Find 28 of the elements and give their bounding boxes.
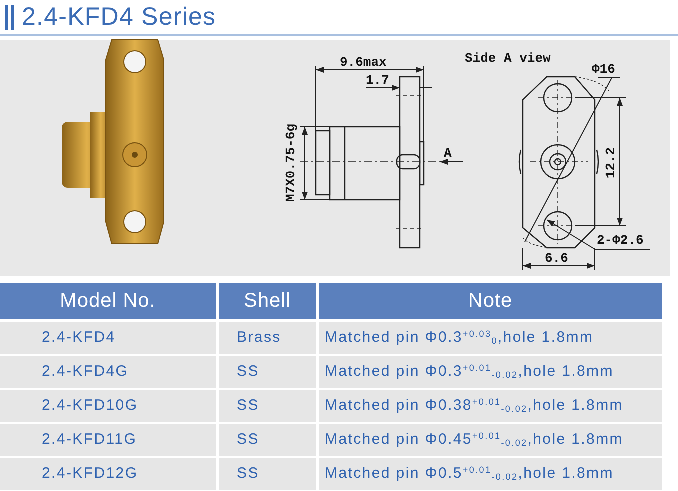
view-title: Side A view — [465, 51, 551, 66]
table-cell: SS — [219, 458, 316, 490]
table-cell: 2.4-KFD12G — [0, 458, 216, 490]
dimension-label: 1.7 — [366, 73, 390, 88]
table-cell: Brass — [219, 322, 316, 354]
view-marker: A — [444, 146, 452, 161]
table-cell: Matched pin Φ0.38$^{+0.01}$$_{-0.02}$,hole 1.8mm — [319, 390, 662, 422]
column-header: Model No. — [0, 283, 216, 319]
table-cell: 2.4-KFD4G — [0, 356, 216, 388]
dimension-label: Φ16 — [592, 62, 616, 77]
table-cell: SS — [219, 390, 316, 422]
dimension-label: 9.6max — [340, 55, 387, 70]
column-header: Note — [319, 283, 662, 319]
table-cell: 2.4-KFD4 — [0, 322, 216, 354]
table-cell: SS — [219, 356, 316, 388]
thread-label: M7X0.75-6g — [284, 124, 298, 202]
table-cell: Matched pin Φ0.3$^{+0.01}$$_{-0.02}$,hole 1.8mm — [319, 356, 662, 388]
dimension-label: 12.2 — [604, 147, 618, 179]
dimension-label: 6.6 — [545, 251, 568, 266]
table-cell: Matched pin Φ0.45$^{+0.01}$$_{-0.02}$,hole 1.8mm — [319, 424, 662, 456]
table-cell: Matched pin Φ0.3$^{+0.03}$$_{0}$,hole 1.8mm — [319, 322, 662, 354]
table-cell: SS — [219, 424, 316, 456]
table-cell: 2.4-KFD11G — [0, 424, 216, 456]
column-header: Shell — [219, 283, 316, 319]
dimension-label: 2-Φ2.6 — [597, 233, 644, 248]
title: 2.4-KFD4 Series — [22, 2, 216, 32]
table-cell: Matched pin Φ0.5$^{+0.01}$$_{-0.02}$,hole 1.8mm — [319, 458, 662, 490]
table-cell: 2.4-KFD10G — [0, 390, 216, 422]
